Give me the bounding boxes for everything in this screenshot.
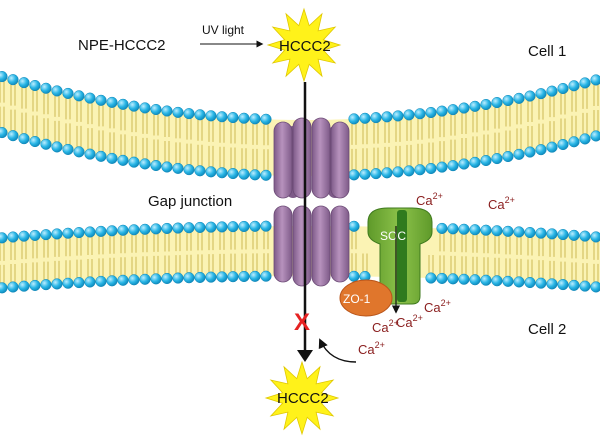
- calcium-ion: Ca2+: [488, 195, 515, 212]
- product-top-label: HCCC2: [279, 38, 331, 55]
- calcium-ion: Ca2+: [424, 298, 451, 315]
- star-bottom: [264, 360, 340, 436]
- calcium-ions: Ca2+Ca2+Ca2+Ca2+Ca2+Ca2+: [358, 191, 515, 357]
- gap-junction-label: Gap junction: [148, 193, 232, 210]
- soc-channel: SOC: [367, 207, 433, 305]
- transport-arrowhead: [297, 350, 313, 362]
- lipid-heads-cell2: [0, 220, 600, 294]
- product-bottom-label: HCCC2: [277, 390, 329, 407]
- lipid-heads-cell1: [0, 71, 600, 181]
- block-mark: X: [294, 309, 310, 336]
- connexon-cell1: [273, 117, 350, 199]
- calcium-ion: Ca2+: [416, 191, 443, 208]
- cell2-label: Cell 2: [528, 321, 566, 338]
- calcium-ion: Ca2+: [396, 313, 423, 330]
- cell1-label: Cell 1: [528, 43, 566, 60]
- soc-label: SOC: [380, 229, 406, 243]
- precursor-label: NPE-HCCC2: [78, 37, 166, 54]
- lipid-tails-cell2: [0, 231, 599, 283]
- zo1-label: ZO-1: [343, 292, 371, 306]
- lipid-tails-cell1: [0, 81, 599, 171]
- gap-junction-channel: [273, 117, 350, 287]
- calcium-block-arrow: [318, 338, 357, 363]
- uv-label: UV light: [202, 23, 245, 37]
- connexon-cell2: [273, 205, 350, 287]
- zo1-protein: ZO-1: [339, 279, 393, 317]
- star-top: [266, 7, 342, 83]
- calcium-ion: Ca2+: [372, 318, 399, 335]
- calcium-ion: Ca2+: [358, 340, 385, 357]
